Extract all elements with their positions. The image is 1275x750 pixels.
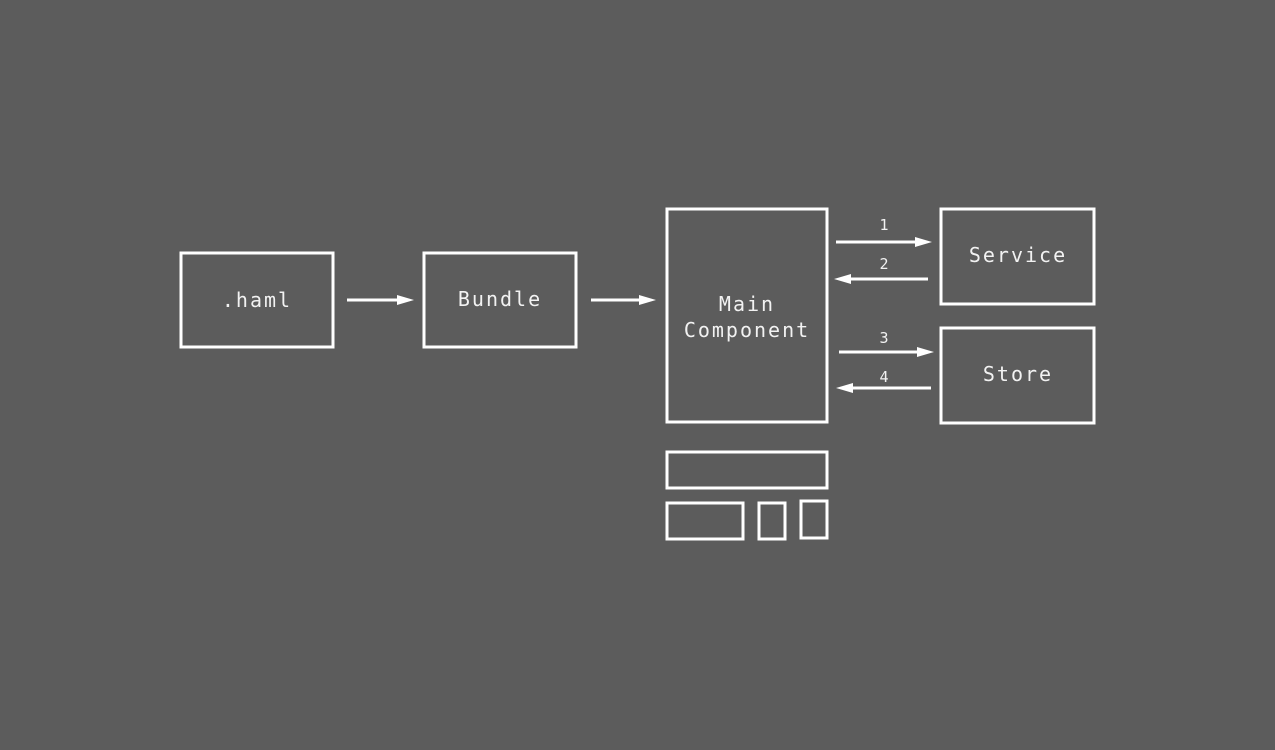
store-node: Store (939, 326, 1096, 425)
sub-component-small-square-1 (757, 501, 787, 541)
arrow-4-label: 4 (879, 368, 888, 386)
store-box (939, 326, 1096, 425)
arrow-4-head (836, 383, 853, 393)
main-component-node: Main Component (665, 207, 829, 424)
service-label: Service (969, 243, 1067, 267)
arrow-3-head (917, 347, 934, 357)
service-node: Service (939, 207, 1096, 306)
arrow-1-head (915, 237, 932, 247)
arrow-haml-to-bundle-head (397, 295, 414, 305)
bundle-box (422, 251, 578, 349)
sub-component-left-block (665, 501, 745, 541)
store-label: Store (983, 362, 1053, 386)
arrow-2-service-to-main: 2 (834, 255, 928, 284)
service-box (939, 207, 1096, 306)
arrow-3-label: 3 (879, 329, 888, 347)
arrow-4-store-to-main: 4 (836, 368, 931, 393)
arrow-haml-to-bundle (347, 295, 414, 305)
main-component-box (665, 207, 829, 424)
arrow-1-label: 1 (879, 216, 888, 234)
arrow-bundle-to-main-head (639, 295, 656, 305)
arrow-3-main-to-store: 3 (839, 329, 934, 357)
bundle-node: Bundle (422, 251, 578, 349)
sub-component-small-square-2 (799, 499, 829, 540)
arrow-2-label: 2 (879, 255, 888, 273)
sub-components (665, 450, 829, 541)
main-component-label-line2: Component (684, 318, 810, 342)
haml-node: .haml (179, 251, 335, 349)
bundle-label: Bundle (458, 287, 542, 311)
main-component-label-line1: Main (719, 292, 775, 316)
sub-component-wide-bar (665, 450, 829, 490)
arrow-1-main-to-service: 1 (836, 216, 932, 247)
haml-label: .haml (222, 288, 292, 312)
arrow-2-head (834, 274, 851, 284)
arrow-bundle-to-main (591, 295, 656, 305)
haml-box (179, 251, 335, 349)
